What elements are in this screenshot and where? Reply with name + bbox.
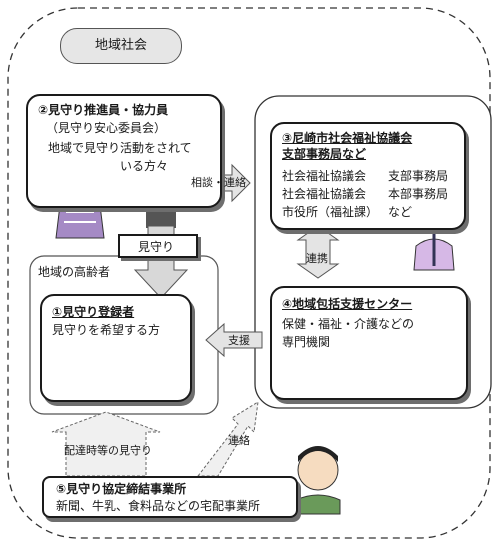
businesses-desc: 新聞、牛乳、食料品などの宅配事業所 bbox=[56, 499, 261, 513]
contact-label: 連絡 bbox=[228, 434, 250, 447]
watch-arrow-stub bbox=[146, 206, 176, 228]
support-center-title: ④地域包括支援センター bbox=[282, 297, 413, 311]
amagasaki-title-line2: 支部事務局など bbox=[282, 147, 367, 161]
promoters-subtitle: （見守り安心委員会） bbox=[46, 121, 167, 135]
watch-label: 見守り bbox=[138, 240, 175, 254]
amagasaki-row-left: 市役所（福祉課） bbox=[282, 205, 379, 219]
cooperate-double-arrow bbox=[296, 225, 340, 279]
delivery-watch-label: 配達時等の見守り bbox=[64, 444, 152, 457]
elderly-group-label: 地域の高齢者 bbox=[38, 265, 111, 279]
amagasaki-box: ③尼崎市社会福祉協議会 支部事務局など 社会福祉協議会 支部事務局 社会福祉協議… bbox=[270, 122, 466, 230]
amagasaki-row-left: 社会福祉協議会 bbox=[282, 169, 367, 183]
support-label: 支援 bbox=[228, 334, 250, 347]
elderly-box: ①見守り登録者 見守りを希望する方 bbox=[40, 294, 192, 402]
promoters-desc-line1: 地域で見守り活動をされて bbox=[48, 141, 192, 155]
businesses-title: ⑤見守り協定締結事業所 bbox=[56, 482, 187, 496]
promoters-box: ②見守り推進員・協力員 （見守り安心委員会） 地域で見守り活動をされて いる方々 bbox=[26, 94, 222, 208]
amagasaki-row-right: 支部事務局 bbox=[388, 169, 449, 183]
support-center-desc-line1: 保健・福祉・介護などの bbox=[282, 317, 415, 331]
cooperate-label: 連携 bbox=[306, 252, 328, 265]
amagasaki-row-left: 社会福祉協議会 bbox=[282, 187, 367, 201]
elderly-title: ①見守り登録者 bbox=[52, 305, 135, 319]
businesses-box: ⑤見守り協定締結事業所 新聞、牛乳、食料品などの宅配事業所 bbox=[42, 476, 298, 518]
amagasaki-row-right: 本部事務局 bbox=[388, 187, 449, 201]
promoters-title: ②見守り推進員・協力員 bbox=[38, 103, 169, 117]
contact-arrow bbox=[196, 401, 259, 477]
support-arrow bbox=[205, 322, 263, 358]
support-center-desc-line2: 専門機関 bbox=[282, 335, 331, 349]
elderly-desc: 見守りを希望する方 bbox=[52, 323, 161, 337]
business-man-icon bbox=[295, 446, 341, 515]
promoters-desc-line2: いる方々 bbox=[120, 159, 169, 173]
region-title: 地域社会 bbox=[60, 28, 182, 64]
region-boundary bbox=[7, 7, 491, 539]
consult-label: 相談・連絡 bbox=[191, 176, 246, 189]
amagasaki-row-right: など bbox=[388, 205, 413, 219]
watch-label-box: 見守り bbox=[118, 234, 198, 258]
amagasaki-title-line1: ③尼崎市社会福祉協議会 bbox=[282, 131, 413, 145]
support-center-box: ④地域包括支援センター 保健・福祉・介護などの 専門機関 bbox=[270, 286, 468, 400]
